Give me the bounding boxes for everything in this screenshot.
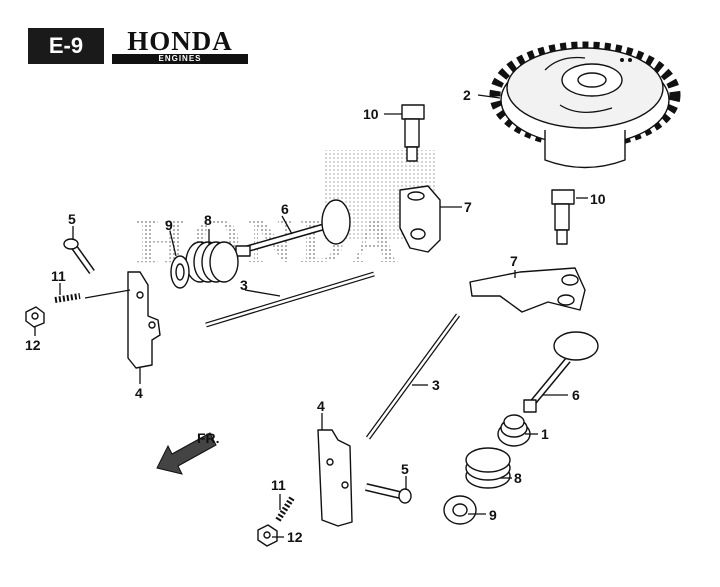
callout-valve-seat: 1: [541, 426, 549, 442]
callout-pin-upper: 5: [68, 211, 76, 227]
callout-valve-lower: 6: [572, 387, 580, 403]
page-code-badge: E-9: [28, 28, 104, 64]
valve-lower: [523, 331, 599, 413]
callout-retainer-lower: 9: [489, 507, 497, 523]
callout-nut-upper: 12: [25, 337, 41, 353]
callout-pin-lower: 5: [401, 461, 409, 477]
adjuster-lower: [275, 496, 295, 522]
pin-lower: [365, 483, 412, 504]
camshaft-gear: [489, 41, 681, 169]
callout-valve-upper: 6: [281, 201, 289, 217]
callout-spring-upper: 8: [204, 212, 212, 228]
callout-pushrod-upper: 3: [240, 277, 248, 293]
rocker-arm-lower: [469, 267, 586, 313]
callout-arm-lower: 4: [317, 398, 325, 414]
direction-label: FR.: [197, 430, 220, 446]
front-direction-arrow: FR.: [156, 430, 220, 475]
callout-spring-lower: 8: [514, 470, 522, 486]
callout-bolt-top: 10: [363, 106, 379, 122]
nut-upper: [25, 306, 45, 328]
callout-labels: 2 10 10 7 7 6 6 8 8 9 9 5 5 11 11 12 12 …: [25, 87, 606, 545]
pushrod-upper: [205, 271, 375, 328]
nut-lower: [257, 524, 278, 547]
pushrod-link: [84, 289, 131, 299]
callout-gear: 2: [463, 87, 471, 103]
callout-bolt-right: 10: [590, 191, 606, 207]
callout-rocker-upper: 7: [464, 199, 472, 215]
adjuster-upper: [54, 293, 81, 303]
brand-logo: HONDA ENGINES: [112, 28, 248, 64]
callout-arm-upper: 4: [135, 385, 143, 401]
pin-upper: [63, 238, 95, 275]
bolt-top: [401, 104, 425, 162]
callout-pushrod-lower: 3: [432, 377, 440, 393]
callout-adjuster-upper: 11: [51, 268, 66, 284]
rocker-arm-upper: [399, 185, 441, 253]
callout-retainer-upper: 9: [165, 217, 173, 233]
spring-upper: [185, 241, 239, 283]
brand-subtitle: ENGINES: [112, 54, 248, 64]
callout-nut-lower: 12: [287, 529, 303, 545]
retainer-lower: [443, 495, 477, 525]
valve-guide: [497, 414, 531, 447]
callout-rocker-lower: 7: [510, 253, 518, 269]
bolt-right: [551, 189, 575, 245]
brand-name: HONDA: [127, 26, 233, 56]
callout-leaders: [34, 94, 588, 538]
valve-upper: [235, 199, 351, 257]
retainer-upper: [170, 255, 190, 289]
page-code: E-9: [48, 33, 84, 58]
pushrod-lower: [365, 313, 461, 440]
arm-lower: [317, 429, 353, 527]
arm-upper: [127, 271, 161, 369]
spring-lower: [465, 447, 511, 489]
callout-adjuster-lower: 11: [271, 477, 286, 493]
